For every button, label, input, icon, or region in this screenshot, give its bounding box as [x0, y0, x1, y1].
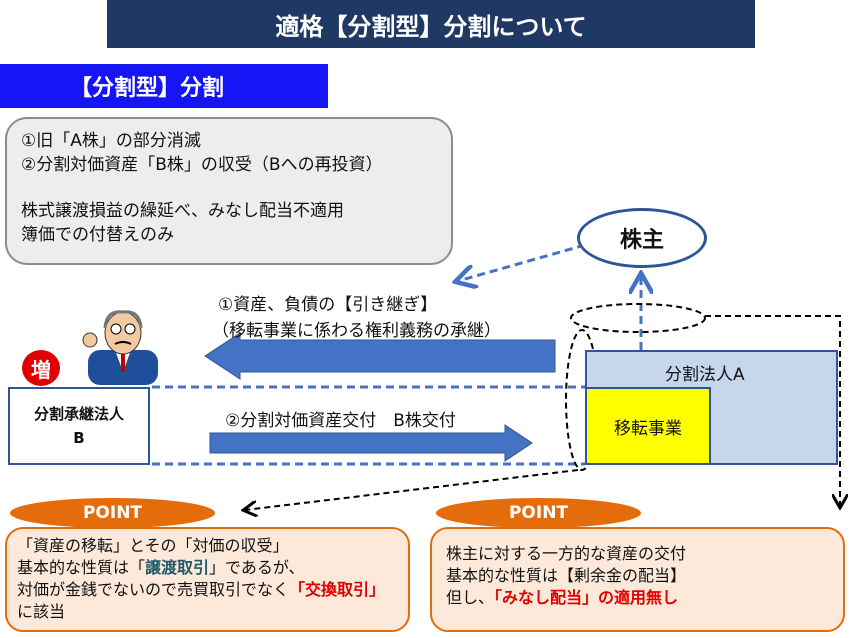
- splitting-corp-label: 分割法人A: [665, 365, 745, 385]
- point-box-right: 株主に対する一方的な資産の交付 基本的な性質は【剰余金の配当】 但し、「みなし配…: [430, 527, 845, 632]
- successor-label: 分割承継法人: [33, 405, 124, 423]
- point-box-left: 「資産の移転」とその「対価の収受」 基本的な性質は「譲渡取引」であるが、 対価が…: [5, 527, 410, 632]
- successor-letter: B: [73, 429, 85, 447]
- summary-line: 簿価での付替えのみ: [21, 225, 174, 245]
- summary-line: ①旧「A株」の部分消滅: [21, 131, 201, 151]
- page-title: 適格【分割型】分割について: [107, 0, 755, 48]
- summary-line: 株式譲渡損益の繰延べ、みなし配当不適用: [21, 201, 344, 221]
- big-arrow-right: [209, 424, 533, 462]
- flow1-sublabel: （移転事業に係わる権利義務の承継）: [212, 321, 501, 341]
- point-line: 基本的な性質は「譲渡取引」であるが、: [17, 558, 305, 577]
- summary-line: ②分割対価資産「B株」の収受（Bへの再投資）: [21, 155, 383, 175]
- increase-badge: 増: [22, 350, 60, 386]
- point-line: 「資産の移転」とその「対価の収受」: [17, 536, 289, 555]
- big-arrow-left: [204, 332, 556, 380]
- section-label: 【分割型】分割: [0, 64, 328, 108]
- businessman-icon: [82, 310, 158, 385]
- dashed-ellipse-horizontal: [570, 303, 706, 333]
- point-line: 但し、「みなし配当」の適用無し: [446, 588, 679, 607]
- dashed-arrow-right-point: [705, 315, 840, 506]
- point-badge-left: POINT: [10, 498, 215, 528]
- dashed-arrow-holder-to-summary: [458, 243, 586, 281]
- point-line: 対価が金銭でないので売買取引でなく「交換取引」に該当: [17, 580, 386, 621]
- successor-corp-box: 分割承継法人 B: [8, 387, 150, 465]
- point-line: 基本的な性質は【剰余金の配当】: [446, 566, 687, 585]
- point-badge-right: POINT: [436, 498, 641, 528]
- dashed-arrow-left-point: [245, 469, 579, 510]
- point-line: 株主に対する一方的な資産の交付: [446, 544, 687, 563]
- summary-box: ①旧「A株」の部分消滅 ②分割対価資産「B株」の収受（Bへの再投資） 株式譲渡損…: [5, 117, 453, 265]
- shareholder-node: 株主: [577, 208, 707, 268]
- flow2-label: ②分割対価資産交付 B株交付: [225, 411, 456, 431]
- transferred-business-box: 移転事業: [585, 387, 711, 465]
- flow1-label: ①資産、負債の【引き継ぎ】: [218, 295, 438, 315]
